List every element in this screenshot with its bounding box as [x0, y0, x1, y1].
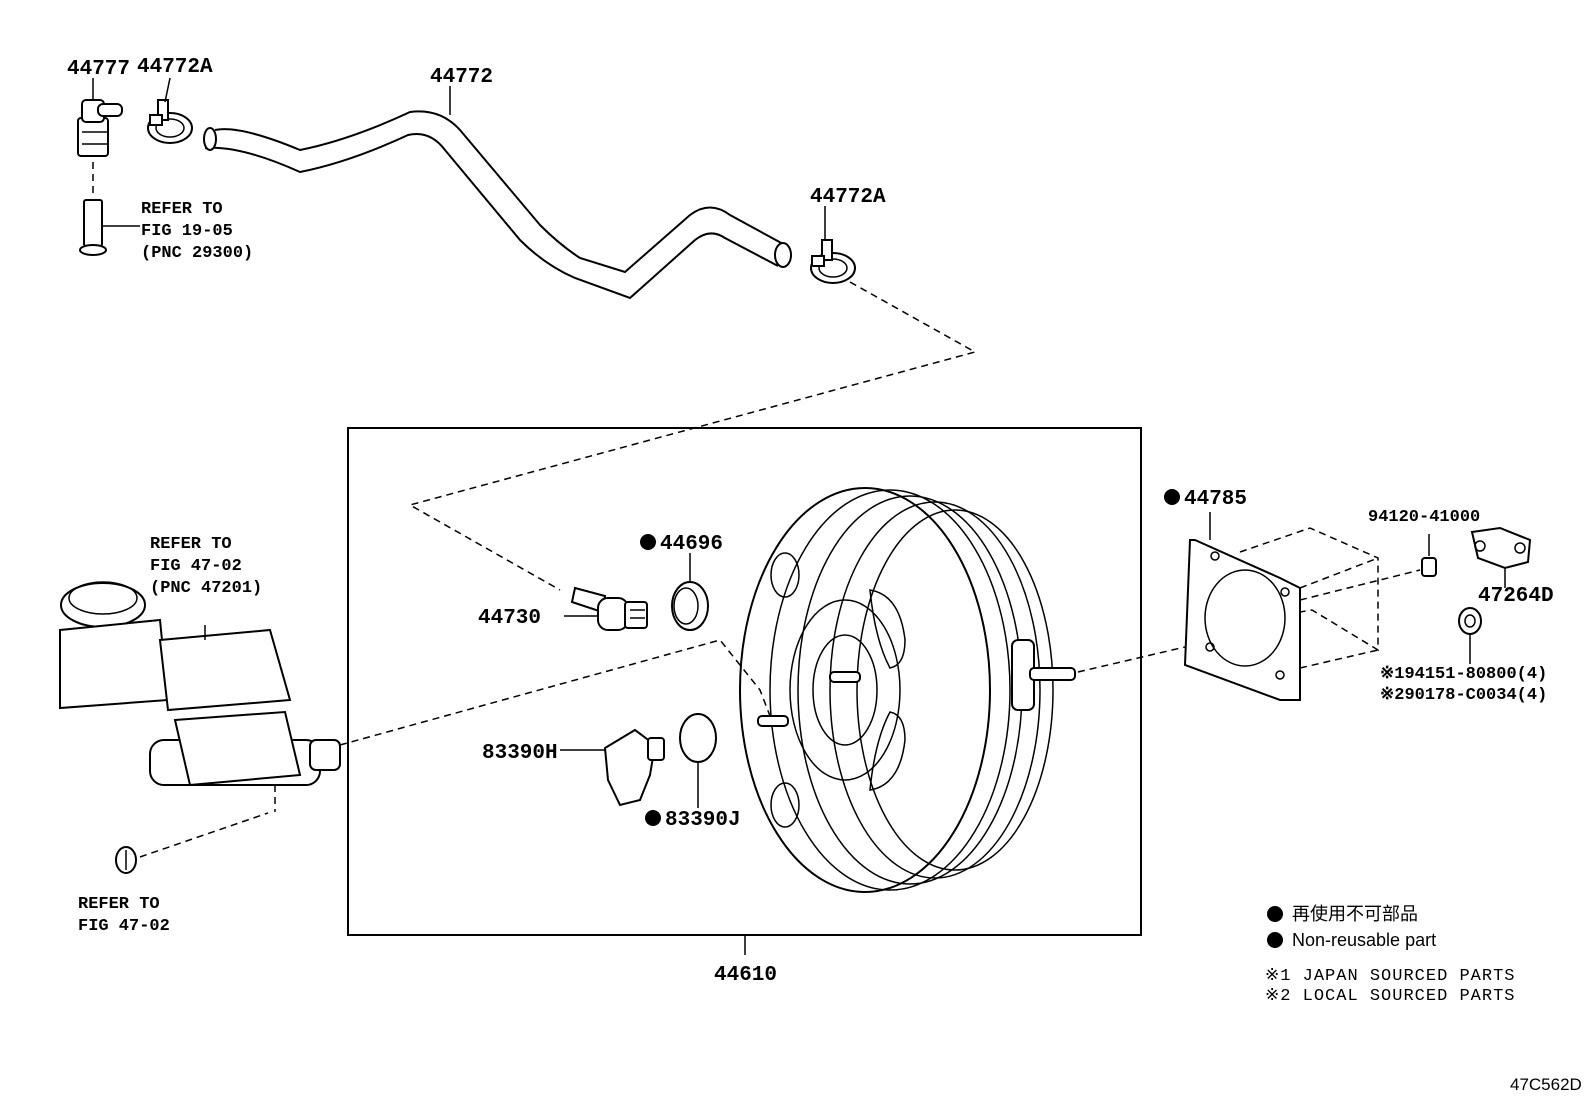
grommet-83390J — [679, 713, 717, 808]
brake-booster-44610 — [739, 487, 1076, 893]
refer-47-02-bottom-line1: REFER TO — [78, 895, 160, 914]
legend-dot-jp — [1267, 906, 1283, 922]
nut-94120-41000 — [1421, 534, 1437, 577]
washer-bolt-194151 — [1458, 607, 1482, 664]
nonreusable-dot-44785 — [1164, 489, 1180, 505]
label-44777: 44777 — [67, 58, 130, 81]
hose-connector-44777 — [77, 99, 123, 157]
refer-47-02-top-line2: FIG 47-02 — [150, 557, 242, 576]
label-44772A-top: 44772A — [137, 56, 213, 79]
label-83390J: 83390J — [665, 809, 741, 832]
legend-local-sourced: ※2 LOCAL SOURCED PARTS — [1265, 987, 1515, 1006]
nonreusable-dot-44696 — [640, 534, 656, 550]
legend-japan-sourced: ※1 JAPAN SOURCED PARTS — [1265, 967, 1515, 986]
label-44696: 44696 — [660, 533, 723, 556]
label-290178-C0034: ※290178-C0034(4) — [1380, 686, 1547, 705]
check-valve-44730 — [564, 586, 648, 631]
label-194151-80800: ※194151-80800(4) — [1380, 665, 1547, 684]
vacuum-hose-44772 — [203, 110, 792, 300]
refer-19-05-line3: (PNC 29300) — [141, 244, 253, 263]
legend-nonreusable-jp: 再使用不可部品 — [1292, 904, 1418, 924]
refer-47-02-bottom-line2: FIG 47-02 — [78, 917, 170, 936]
vacuum-pipe-fitting — [79, 162, 140, 256]
grommet-44696 — [671, 553, 709, 631]
label-83390H: 83390H — [482, 742, 558, 765]
master-cylinder — [59, 581, 341, 812]
label-44772: 44772 — [430, 66, 493, 89]
legend-nonreusable-en: Non-reusable part — [1292, 930, 1436, 950]
figure-code: 47C562D — [1510, 1075, 1582, 1094]
gasket-44785 — [1183, 512, 1301, 701]
nonreusable-dot-83390J — [645, 810, 661, 826]
hose-clamp-44772A-top — [147, 99, 193, 144]
label-44772A-mid: 44772A — [810, 186, 886, 209]
label-44610: 44610 — [714, 964, 777, 987]
refer-47-02-top-line1: REFER TO — [150, 535, 232, 554]
label-44730: 44730 — [478, 607, 541, 630]
legend-dot-en — [1267, 932, 1283, 948]
refer-19-05-line2: FIG 19-05 — [141, 222, 233, 241]
hose-clamp-44772A-mid — [810, 239, 856, 284]
label-47264D: 47264D — [1478, 585, 1554, 608]
label-94120-41000: 94120-41000 — [1368, 508, 1480, 527]
refer-19-05-line1: REFER TO — [141, 200, 223, 219]
refer-47-02-top-line3: (PNC 47201) — [150, 579, 262, 598]
bracket-47264D — [1470, 526, 1532, 588]
label-44785: 44785 — [1184, 488, 1247, 511]
reservoir-grommet — [115, 812, 269, 874]
vacuum-sensor-83390H — [560, 728, 665, 807]
